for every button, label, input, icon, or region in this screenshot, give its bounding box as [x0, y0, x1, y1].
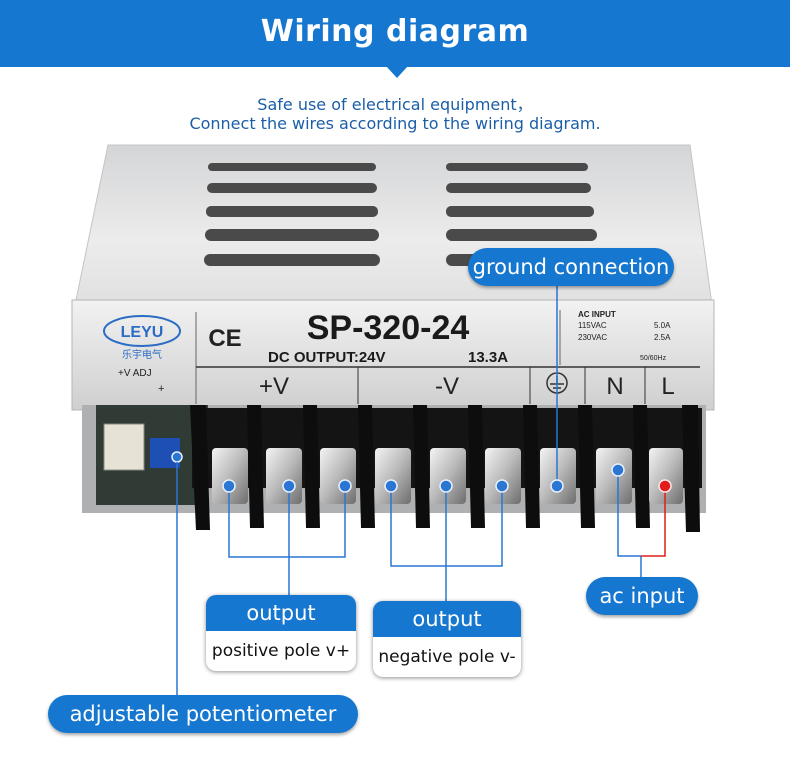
ac-live-line: [641, 486, 666, 557]
wiring-lines: [176, 286, 642, 697]
output-negative-title: output: [373, 601, 521, 637]
connector-block: [103, 423, 145, 471]
header-pointer: [386, 66, 408, 78]
header-banner: Wiring diagram: [0, 0, 790, 67]
adj-plus: +: [158, 383, 164, 395]
brand-name-cn: 乐宇电气: [122, 348, 162, 361]
output-positive-desc: positive pole v+: [211, 641, 351, 661]
brand-logo-ring: [103, 315, 181, 347]
ac-input-title: AC INPUT: [578, 310, 616, 319]
output-positive-card: output positive pole v+: [206, 595, 356, 671]
terminal-label-n: N: [606, 373, 623, 400]
terminal-screws: [212, 448, 683, 504]
terminal-label-l: L: [661, 373, 674, 400]
ac-input-label: ac input: [586, 577, 698, 615]
potentiometer-label: adjustable potentiometer: [48, 695, 358, 733]
terminal-label-neg: -V: [435, 373, 459, 400]
output-negative-card: output negative pole v-: [373, 601, 521, 677]
intro-line-2: Connect the wires according to the wirin…: [189, 114, 601, 133]
svg-text:230VAC: 230VAC: [578, 333, 607, 342]
potentiometer-marker: [171, 451, 183, 463]
svg-text:5.0A: 5.0A: [654, 321, 671, 330]
casing-front: [71, 299, 715, 411]
brand-name: LEYU: [121, 324, 164, 341]
intro-line-1: Safe use of electrical equipment，: [257, 95, 533, 114]
adj-label: +V ADJ: [118, 368, 152, 379]
terminal-label-pos: +V: [259, 373, 289, 400]
terminal-barriers: [190, 405, 700, 532]
ce-mark: CE: [208, 325, 241, 352]
output-negative-desc: negative pole v-: [378, 647, 516, 667]
output-positive-title: output: [206, 595, 356, 631]
terminal-markers: [222, 463, 672, 493]
svg-text:2.5A: 2.5A: [654, 333, 671, 342]
dc-output-text: DC OUTPUT:24V: [268, 349, 386, 366]
page-title: Wiring diagram: [260, 14, 530, 49]
ground-connection-label: ground connection: [468, 248, 674, 286]
svg-text:115VAC: 115VAC: [578, 321, 607, 330]
model-number: SP-320-24: [307, 309, 470, 347]
svg-text:50/60Hz: 50/60Hz: [640, 355, 667, 362]
dc-current-text: 13.3A: [468, 349, 508, 366]
